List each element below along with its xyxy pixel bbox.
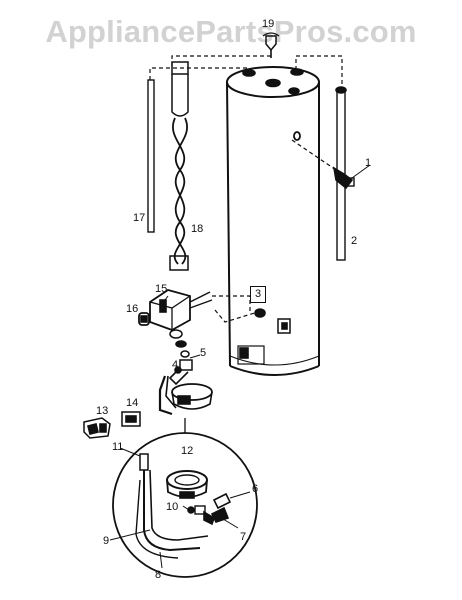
callout-18: 18 [191, 223, 204, 235]
callout-11: 11 [112, 441, 124, 453]
callout-16: 16 [126, 303, 139, 315]
part-19-nipple [262, 32, 280, 58]
part-15-gas-valve [149, 289, 213, 331]
part-1-relief-valve [332, 166, 355, 190]
callout-3: 3 [250, 286, 267, 303]
callout-4: 4 [172, 359, 179, 371]
callout-19: 19 [262, 18, 275, 30]
callout-6: 6 [252, 483, 259, 495]
callout-12: 12 [181, 445, 194, 457]
callout-5: 5 [200, 347, 207, 359]
part-17-dip-tube [147, 79, 155, 233]
burner-detail-circle [112, 418, 258, 578]
valve-fittings [168, 329, 193, 386]
watermark-text: AppliancePartsPros.com [45, 14, 417, 49]
callout-13: 13 [96, 405, 109, 417]
burner-assembly-upper [158, 375, 213, 416]
callout-8: 8 [155, 569, 162, 581]
part-16-knob [138, 312, 150, 326]
callout-10: 10 [166, 501, 179, 513]
part-13-bracket [83, 417, 111, 439]
tank-body [226, 66, 320, 376]
part-18-flue-baffle [169, 61, 189, 271]
callout-1: 1 [365, 157, 372, 169]
callout-2: 2 [351, 235, 358, 247]
callout-14: 14 [126, 397, 139, 409]
part-14-inner-door [121, 411, 141, 427]
callout-7: 7 [240, 531, 247, 543]
callout-leaders [109, 164, 371, 569]
callout-17: 17 [133, 212, 146, 224]
callout-15: 15 [155, 283, 168, 295]
callout-9: 9 [103, 535, 110, 547]
